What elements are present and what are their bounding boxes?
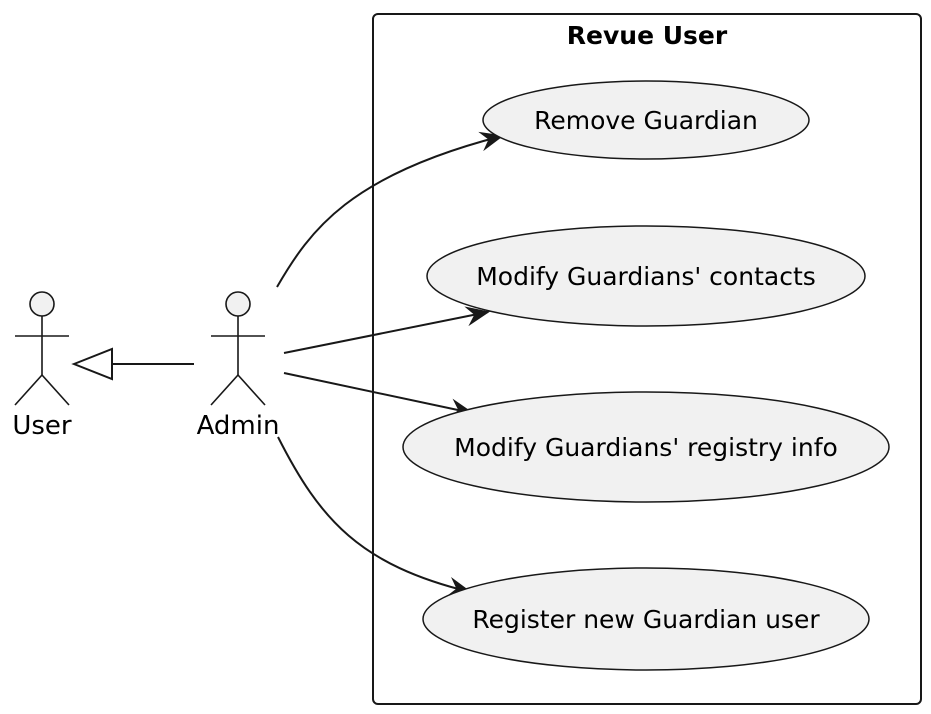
system-boundary-frame [372,13,922,705]
actor-user: User [12,291,72,441]
use-case-label: Modify Guardians' contacts [476,262,816,291]
use-case-modify-contacts: Modify Guardians' contacts [426,225,866,327]
stick-figure-icon [14,291,70,406]
use-case-remove-guardian: Remove Guardian [482,80,810,160]
use-case-register-user: Register new Guardian user [422,567,870,671]
use-case-shape [482,80,810,160]
actor-admin-label: Admin [197,411,280,441]
association-admin-remove-guardian [276,131,504,288]
system-boundary: Revue User [372,13,922,705]
association-admin-modify-contacts [283,306,490,354]
association-admin-register [277,436,472,597]
association-admin-modify-registry [283,372,474,419]
use-case-modify-registry: Modify Guardians' registry info [402,391,890,503]
stick-figure-icon [210,291,266,406]
use-case-label: Modify Guardians' registry info [454,433,838,462]
use-case-label: Register new Guardian user [472,605,820,634]
generalization-arrowhead-icon [71,347,113,381]
use-case-shape [422,567,870,671]
use-case-shape [426,225,866,327]
system-title: Revue User [567,21,728,50]
actor-user-label: User [12,411,72,441]
actor-admin: Admin [197,291,280,441]
generalization-admin-user [71,347,194,381]
use-case-label: Remove Guardian [534,106,758,135]
use-case-shape [402,391,890,503]
